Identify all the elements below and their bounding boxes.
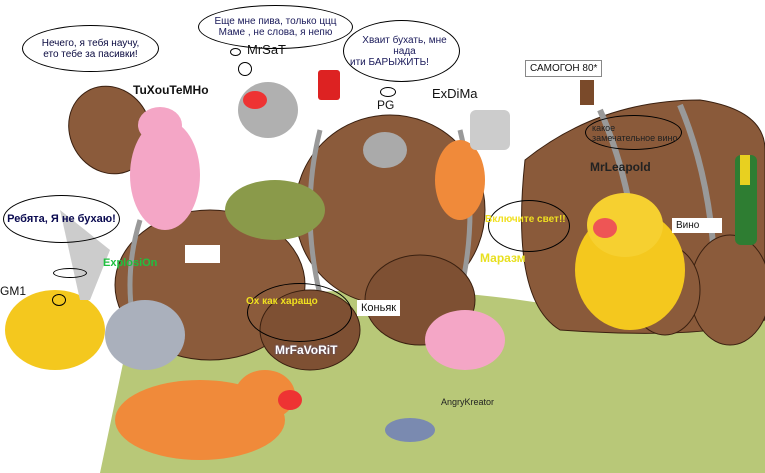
username-tuxoutemho: TuXouTeMHo <box>133 83 209 97</box>
sign-samogon: САМОГОН 80* <box>525 60 603 77</box>
thought-dot <box>52 294 66 306</box>
sign-vino: Вино <box>672 218 722 233</box>
bubble-line: ити БАРЫЖИТЬ! <box>350 56 429 68</box>
cats <box>5 70 685 460</box>
thought-dot <box>230 48 241 56</box>
speech-bubble-favorit: Ох как харащо <box>246 283 352 342</box>
bubble-line: Ох как харащо <box>246 296 318 307</box>
bubble-line: Ребята, Я не бухаю! <box>7 213 116 225</box>
username-explosion: ExplosiOn <box>103 257 158 269</box>
bubble-line: Нечего, я тебя научу, <box>41 37 140 49</box>
speech-bubble-tuxou: Нечего, я тебя научу, ето тебе за пасивк… <box>22 25 159 72</box>
thought-dot <box>380 87 396 97</box>
username-mrleapold: MrLeapold <box>590 160 651 174</box>
sign-konyak: Коньяк <box>357 300 401 316</box>
bubble-line: ето тебе за пасивки! <box>43 48 138 60</box>
bubble-line: Еще мне пива, только ццц <box>214 16 337 27</box>
bubble-line: Включите свет!! <box>485 213 566 225</box>
speech-bubble-leapold: какое замечательное вино <box>585 115 682 150</box>
bubble-line: замечательное вино <box>592 132 678 143</box>
thought-dot <box>238 62 252 76</box>
speech-bubble-marazm: Включите свет!! <box>485 200 570 252</box>
speech-bubble-gm1: Ребята, Я не бухаю! <box>3 195 120 243</box>
username-angrykreator: AngryKreator <box>441 397 495 407</box>
username-gm1: GM1 <box>0 284 27 298</box>
username-pg: PG <box>377 98 395 112</box>
bubble-line: какое <box>592 122 616 133</box>
username-marazm: Маразм <box>480 251 526 265</box>
bubble-line: Маме , не слова, я непю <box>218 27 333 38</box>
thought-dot <box>53 268 87 278</box>
speech-bubble-pg: Хваит бухать, мне нада ити БАРЫЖИТЬ! <box>343 20 460 82</box>
bubble-line: Хваит бухать, мне нада <box>362 34 447 57</box>
username-exdima: ExDiMa <box>432 86 478 101</box>
username-mrsat: MrSaT <box>247 42 286 57</box>
speech-bubble-mrsat: Еще мне пива, только ццц Маме , не слова… <box>198 5 353 49</box>
username-mrfavorit: MrFaVoRiT <box>275 343 338 357</box>
